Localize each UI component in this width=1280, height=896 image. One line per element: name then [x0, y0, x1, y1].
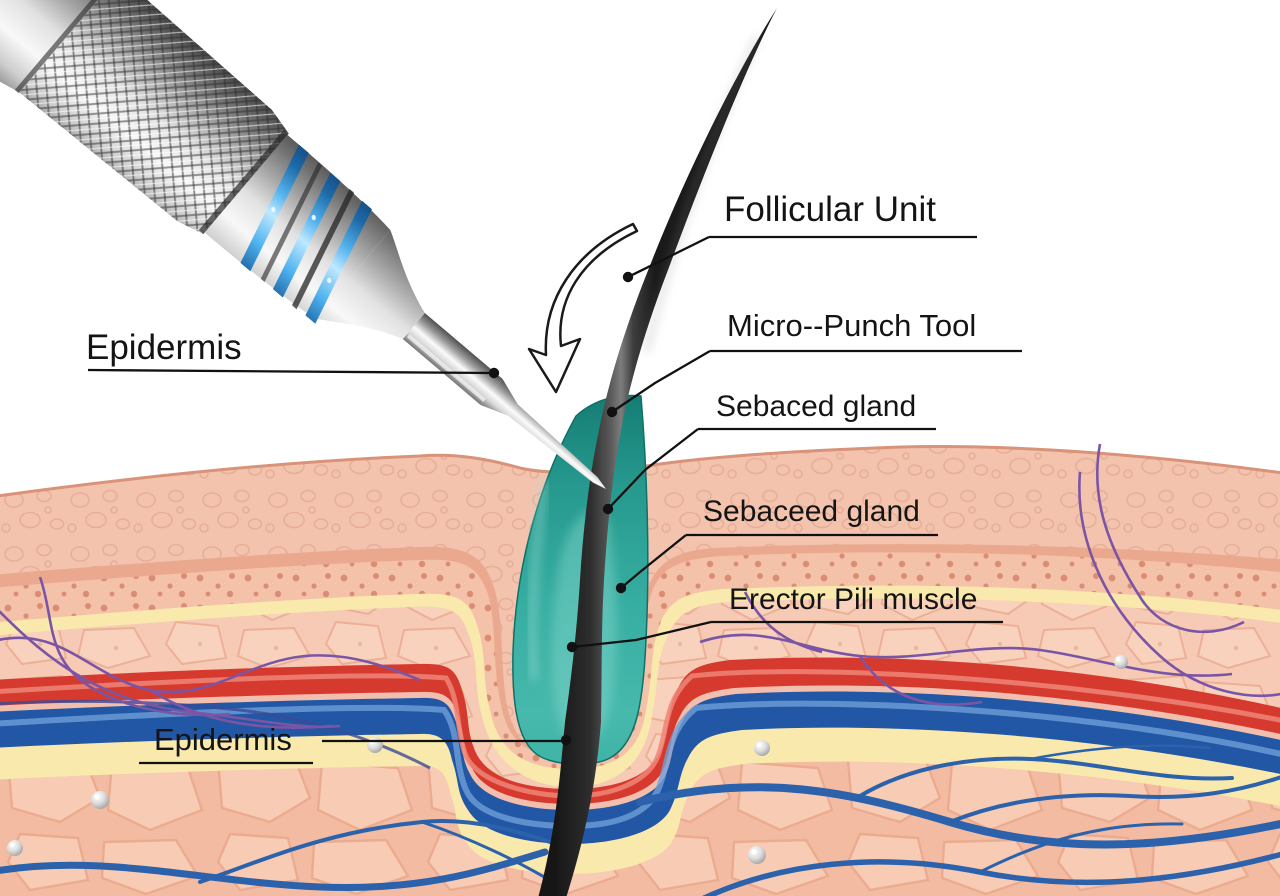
- leader-lines: [87, 235, 1022, 765]
- tool-knurl-texture: [19, 0, 289, 235]
- insertion-arrow-icon: [527, 222, 639, 394]
- hair-sheen: [644, 35, 760, 353]
- leader-sebaced: [607, 428, 699, 510]
- leader-dots: [488, 271, 634, 746]
- label-sebaced-gland: Sebaced gland: [716, 390, 917, 423]
- tool-ring-section: [204, 134, 391, 319]
- tool-needle: [508, 404, 606, 489]
- hypodermis-cell-texture: [0, 761, 1280, 896]
- purple-vessels: [0, 443, 1280, 729]
- label-erector-pili: Erector Pili muscle: [729, 583, 978, 616]
- leader-erector: [571, 620, 712, 649]
- leader-micro-punch: [611, 350, 711, 413]
- follicle-sheen: [528, 479, 548, 681]
- label-follicular-unit: Follicular Unit: [724, 190, 936, 229]
- label-sebaceed-gland: Sebaceed gland: [703, 495, 920, 528]
- leader-follicular-unit: [627, 235, 710, 279]
- hypodermis-vessels: [0, 744, 1280, 896]
- tool-needle-flare: [480, 379, 518, 416]
- leader-sebaceed: [620, 534, 687, 589]
- leader-epidermis-top: [87, 368, 495, 375]
- tool-cone: [315, 230, 425, 339]
- hair-shaft: [538, 8, 777, 896]
- label-micro-punch-tool: Micro--Punch Tool: [727, 308, 977, 343]
- tool-blue-rings: [240, 144, 372, 324]
- label-epidermis-top: Epidermis: [86, 328, 242, 367]
- tool-barrel: [402, 313, 503, 405]
- micro-punch-tool: [0, 0, 606, 489]
- label-epidermis-bottom: Epidermis: [154, 722, 292, 757]
